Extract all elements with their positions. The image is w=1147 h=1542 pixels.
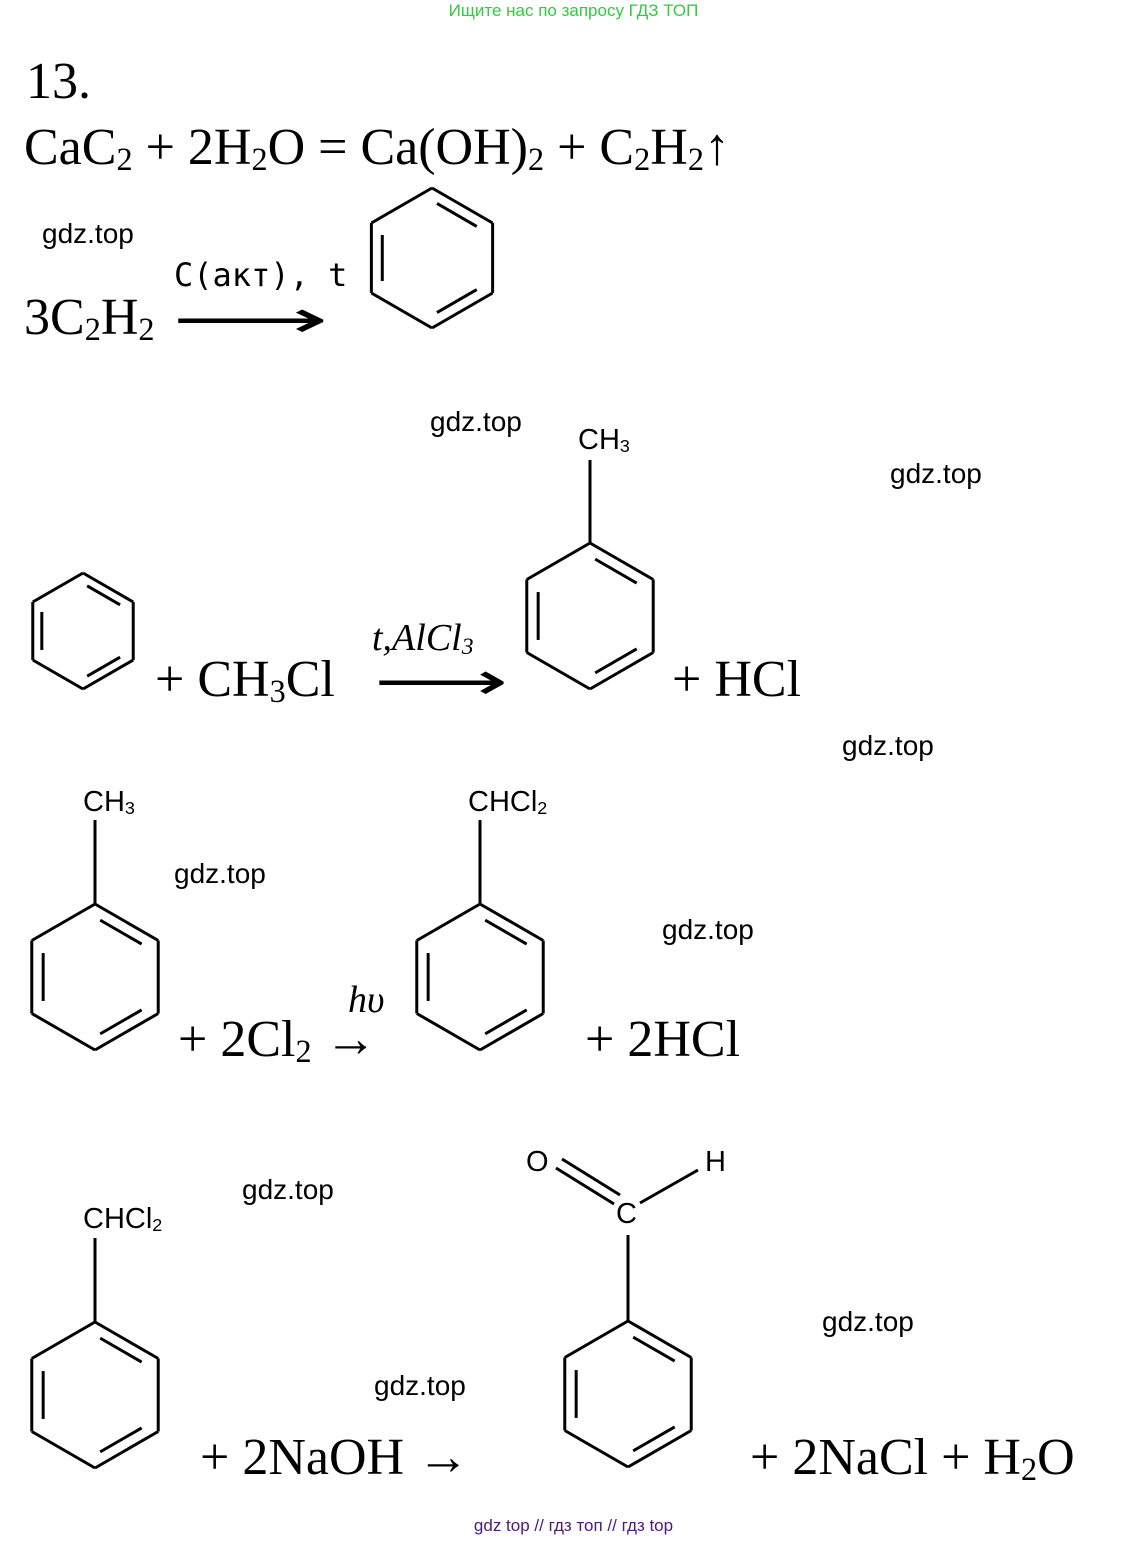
equation-5-reagent: + 2NaOH → <box>200 1429 470 1486</box>
task-number: 13. <box>26 53 91 110</box>
footer-links[interactable]: gdz top // гдз топ // гдз top <box>473 1516 674 1535</box>
benzene-double-bond <box>632 1425 676 1453</box>
reaction-arrow: ⟶ <box>374 654 509 711</box>
benzene-ring-bond <box>94 902 159 942</box>
aldehyde-h-bond <box>639 1168 699 1205</box>
benzene-double-bond <box>99 1008 143 1036</box>
equation-4-condition: hυ <box>348 979 385 1021</box>
equation-4-reagent: + 2Cl2 → <box>178 1011 377 1069</box>
watermark: gdz.top <box>242 1174 334 1205</box>
benzene-ring-bond <box>627 1429 692 1469</box>
benzene-ring-bond <box>627 1319 692 1359</box>
benzene-ring-bond <box>31 1430 96 1470</box>
benzene-ring-bond <box>31 1012 96 1052</box>
benzene-double-bond <box>484 918 528 946</box>
benzene-ring-bond <box>370 291 433 330</box>
equation-3-condition: t,AlCl3 <box>372 617 474 661</box>
benzene-ring-bond <box>564 1429 629 1469</box>
benzene-ring-bond <box>431 291 494 330</box>
equation-3-reagent: + CH3Cl <box>155 651 335 709</box>
benzene-ring-bond <box>416 1012 481 1052</box>
benzene-double-bond <box>436 202 478 228</box>
benzene-double-bond <box>594 557 638 585</box>
watermark: gdz.top <box>174 858 266 889</box>
benzene-double-bond <box>99 1336 143 1364</box>
watermark: gdz.top <box>662 914 754 945</box>
benzene-double-bond <box>594 647 638 675</box>
benzene-ring-bond <box>32 571 84 604</box>
benzene-ring-bond <box>526 651 591 691</box>
benzene-ring-bond <box>479 902 544 942</box>
oxygen-label: O <box>526 1146 549 1178</box>
watermark: gdz.top <box>822 1306 914 1337</box>
benzene-ring-bond <box>82 571 134 604</box>
dichloromethyl-label: CHCl2 <box>468 786 548 819</box>
benzene-double-bond <box>99 918 143 946</box>
benzene-double-bond <box>86 655 121 678</box>
watermark: gdz.top <box>42 218 134 249</box>
benzene-ring-bond <box>31 1320 96 1360</box>
benzene-double-bond <box>436 288 478 314</box>
benzene-double-bond <box>484 1008 528 1036</box>
benzene-ring-bond <box>526 541 591 581</box>
benzene-double-bond <box>99 1426 143 1454</box>
equation-1: CaC2 + 2H2O = Ca(OH)2 + C2H2↑ <box>24 119 730 177</box>
benzene-double-bond <box>86 584 121 607</box>
benzene-ring-bond <box>82 658 134 691</box>
watermark: gdz.top <box>374 1370 466 1401</box>
benzene-ring-bond <box>589 651 654 691</box>
equation-5-product: + 2NaCl + H2O <box>750 1429 1075 1487</box>
carbonyl-double-bond <box>555 1166 615 1206</box>
benzene-ring-bond <box>94 1430 159 1470</box>
equation-2-condition: C(акт), t <box>174 256 348 294</box>
reaction-arrow: ⟶ <box>172 292 329 349</box>
carbonyl-double-bond <box>561 1157 621 1197</box>
benzene-ring-bond <box>431 186 494 225</box>
benzene-ring-bond <box>32 658 84 691</box>
carbon-label: C <box>616 1198 637 1230</box>
hydrogen-label: H <box>705 1146 726 1178</box>
equation-2-reactant: 3C2H2 <box>24 289 155 347</box>
watermark: gdz.top <box>430 406 522 437</box>
benzene-ring-bond <box>94 1012 159 1052</box>
benzene-ring-bond <box>589 541 654 581</box>
benzene-ring-bond <box>94 1320 159 1360</box>
benzene-ring-bond <box>416 902 481 942</box>
methyl-label: CH3 <box>578 424 630 457</box>
promo-banner[interactable]: Ищите нас по запросу ГДЗ ТОП <box>448 1 699 20</box>
equation-4-product: + 2HCl <box>585 1011 741 1068</box>
benzene-ring-bond <box>479 1012 544 1052</box>
benzene-ring-bond <box>370 186 433 225</box>
equation-3-product: + HCl <box>672 651 802 708</box>
benzene-double-bond <box>632 1335 676 1363</box>
dichloromethyl-label: CHCl2 <box>83 1203 163 1236</box>
benzene-ring-bond <box>31 902 96 942</box>
watermark: gdz.top <box>842 730 934 761</box>
watermark: gdz.top <box>890 458 982 489</box>
methyl-label: CH3 <box>83 786 135 819</box>
benzene-ring-bond <box>564 1319 629 1359</box>
